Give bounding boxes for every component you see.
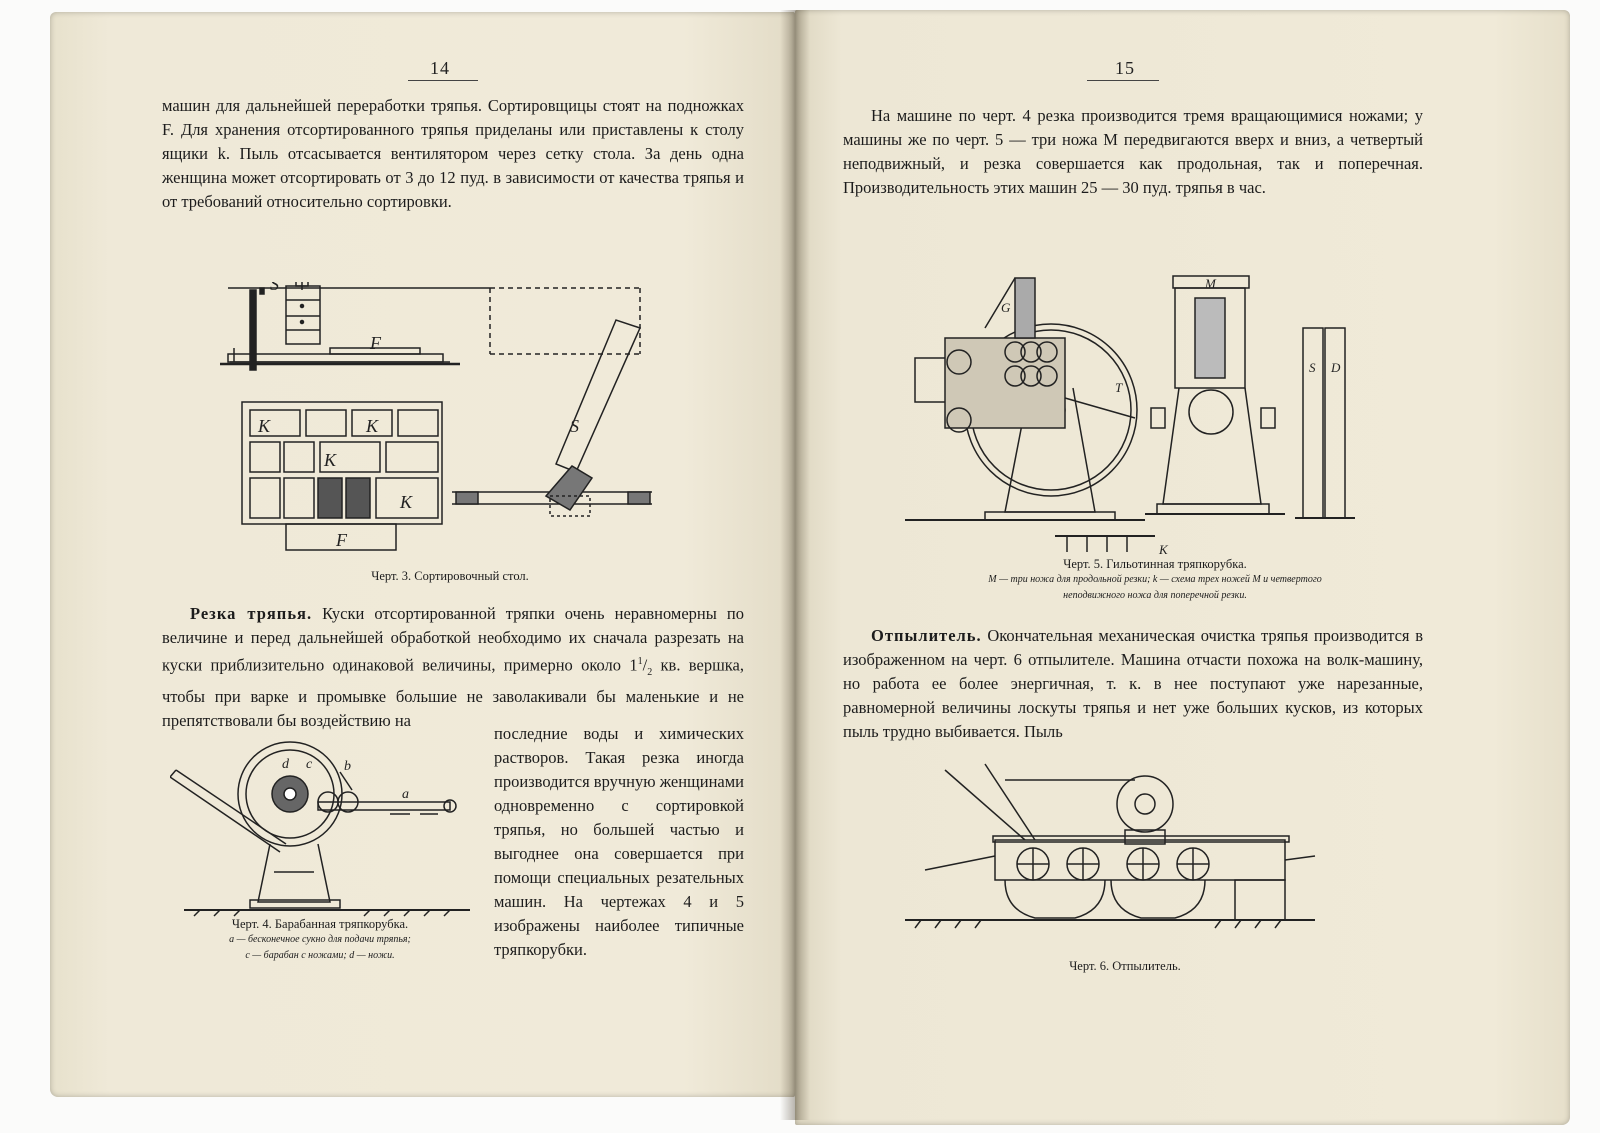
label-t: T — [1115, 380, 1123, 395]
figure-5-caption-title: Черт. 5. Гильотинная тряпкорубка. — [1063, 557, 1247, 571]
page-number-rule — [408, 80, 478, 81]
fraction-denominator: 2 — [647, 666, 653, 678]
section-heading: Отпылитель. — [871, 626, 982, 645]
label-f-2: F — [335, 530, 348, 550]
label-s-2: S — [570, 416, 579, 436]
paragraph-column: последние воды и химических растворов. Т… — [494, 724, 745, 959]
label-b: b — [344, 759, 351, 774]
label-s: S — [1309, 360, 1316, 375]
section-heading: Резка тряпья. — [190, 604, 313, 623]
label-a: a — [402, 787, 409, 802]
paragraph: машин для дальнейшей переработки тряпья.… — [162, 96, 744, 211]
figure-3-sorting-table: S F K K K K F S — [220, 282, 690, 582]
figure-4-caption: Черт. 4. Барабанная тряпкорубка. a — бес… — [160, 916, 480, 964]
figure-4-drum-cutter: a b c d — [170, 732, 490, 922]
label-m: M — [1204, 276, 1217, 291]
figure-3-caption: Черт. 3. Сортировочный стол. — [371, 569, 529, 583]
label-s: S — [270, 282, 279, 294]
fraction-numerator: 1 — [637, 656, 643, 667]
label-f: F — [369, 333, 382, 353]
label-k: K — [257, 416, 271, 436]
label-k-3: K — [323, 450, 337, 470]
label-k-4: K — [399, 492, 413, 512]
page-number-rule — [1087, 80, 1159, 81]
figure-6-caption: Черт. 6. Отпылитель. — [1069, 959, 1181, 973]
label-k-2: K — [365, 416, 379, 436]
label-g: G — [1001, 300, 1011, 315]
figure-5-caption-line1: M — три ножа для продольной резки; k — с… — [988, 574, 1322, 585]
figure-5-caption: Черт. 5. Гильотинная тряпкорубка. M — тр… — [915, 556, 1395, 604]
section-dust-remover: Отпылитель. Окончательная механическая о… — [843, 624, 1423, 744]
paragraph-cutting-rest: кв. вершка, чтобы при варке и промывке б… — [162, 655, 744, 730]
page-number: 14 — [430, 58, 450, 78]
label-c: c — [306, 757, 313, 772]
paragraph-dust-remover: Окончательная механическая очистка тряпь… — [843, 626, 1423, 741]
figure-5-caption-line2: неподвижного ножа для поперечной резки. — [1063, 590, 1247, 601]
label-d: D — [1330, 360, 1341, 375]
figure-4-caption-title: Черт. 4. Барабанная тряпкорубка. — [231, 917, 409, 931]
paragraph-cutting-lead: Куски отсортированной тряпки очень нерав… — [162, 604, 744, 675]
book-gutter — [780, 10, 810, 1120]
figure-5-guillotine-cutter: M K G T S D — [905, 268, 1385, 558]
section-cutting: Резка тряпья. Куски отсортированной тряп… — [162, 604, 744, 730]
label-d: d — [282, 757, 290, 772]
label-k: K — [1158, 542, 1169, 557]
figure-6-duster — [905, 760, 1325, 950]
figure-4-caption-line1: a — бесконечное сукно для подачи тряпья; — [229, 934, 411, 945]
figure-4-caption-line2: c — барабан с ножами; d — ножи. — [245, 950, 395, 961]
right-page: 15 На машине по черт. 4 резка производит… — [795, 10, 1570, 1125]
page-number: 15 — [1115, 58, 1135, 78]
left-page: 14 машин для дальнейшей переработки тряп… — [50, 12, 795, 1097]
paragraph: На машине по черт. 4 резка производится … — [843, 106, 1423, 197]
